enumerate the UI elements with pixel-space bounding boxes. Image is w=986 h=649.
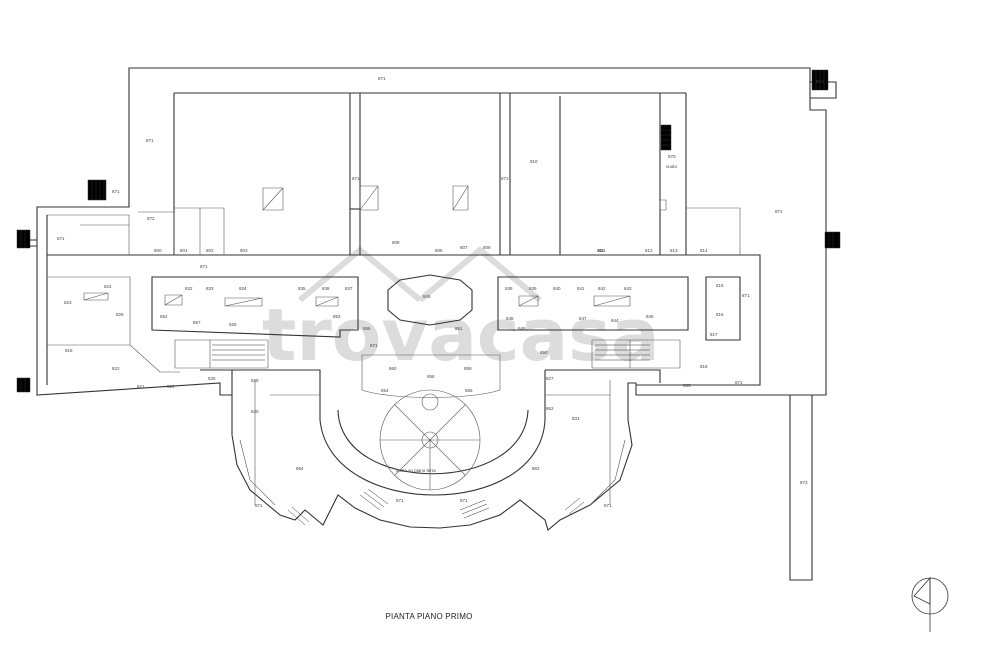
room-label: 871 (378, 76, 386, 81)
room-label: 829 (251, 378, 259, 383)
top-room-partitions (47, 92, 741, 255)
room-label: 871 (501, 176, 509, 181)
room-label: 838 (505, 286, 513, 291)
stair-hatches (16, 69, 841, 526)
room-labels: 871 871 871 871 871 873 870 872 800 801 … (57, 76, 824, 508)
room-label: 857 (193, 320, 201, 325)
room-label: 819 (65, 348, 73, 353)
room-label: 858 (427, 374, 435, 379)
room-label: 822 (112, 366, 120, 371)
room-label: 823 (64, 300, 72, 305)
room-label: 843 (624, 286, 632, 291)
watermark-text: trovacasa (262, 293, 660, 377)
room-label: 841 (577, 286, 585, 291)
room-label: 810 (530, 159, 538, 164)
room-label: 871 (735, 380, 743, 385)
room-label: 853 (333, 314, 341, 319)
room-label: 825 (208, 376, 216, 381)
room-label: 852 (160, 314, 168, 319)
room-label: 821 (137, 384, 145, 389)
room-label: 833 (206, 286, 214, 291)
room-label: 844 (611, 318, 619, 323)
room-label: 851 (455, 326, 463, 331)
right-wing (544, 369, 661, 506)
room-label: 814 (700, 248, 708, 253)
room-label: 815 (716, 283, 724, 288)
room-label: 811 (597, 248, 605, 253)
room-label: 836 (322, 286, 330, 291)
room-label: 871 (775, 209, 783, 214)
room-label: 812 (645, 248, 653, 253)
room-label: 835 (298, 286, 306, 291)
room-label: 801 (180, 248, 188, 253)
room-label: 870 (668, 154, 676, 159)
room-label: 837 (345, 286, 353, 291)
room-label: 816 (716, 312, 724, 317)
central-hall (319, 354, 546, 496)
room-label: 871 (370, 343, 378, 348)
room-label: 871 (604, 503, 612, 508)
room-label: 859 (464, 366, 472, 371)
room-label: 873 (800, 480, 808, 485)
furniture-marks (83, 185, 667, 307)
middle-blocks (47, 274, 741, 373)
room-label: 828 (116, 312, 124, 317)
room-label: 862 (546, 406, 554, 411)
room-label: 871 (255, 503, 263, 508)
vuoto-label: vuoto (666, 164, 678, 169)
outer-walls (24, 67, 837, 581)
room-label: 854 (381, 388, 389, 393)
room-label: 871 (816, 79, 824, 84)
room-label: 824 (104, 284, 112, 289)
room-label: 832 (185, 286, 193, 291)
room-label: 834 (239, 286, 247, 291)
room-label: 850 (540, 350, 548, 355)
room-label: 800 (154, 248, 162, 253)
room-label: 802 (206, 248, 214, 253)
left-wing (200, 369, 321, 506)
room-label: 820 (167, 384, 175, 389)
room-label: 871 (352, 176, 360, 181)
room-label: 871 (200, 264, 208, 269)
room-label: 849 (518, 326, 526, 331)
room-label: 863 (532, 466, 540, 471)
room-label: 871 (742, 293, 750, 298)
room-label: 840 (553, 286, 561, 291)
room-label: 856 (363, 326, 371, 331)
plan-title-text: PIANTA PIANO PRIMO (385, 612, 473, 621)
room-label: 827 (546, 376, 554, 381)
room-label: 871 (396, 498, 404, 503)
room-label: 860 (389, 366, 397, 371)
room-label: 872 (147, 216, 155, 221)
room-label: 845 (423, 294, 431, 299)
room-label: 830 (251, 409, 259, 414)
room-label: 871 (460, 498, 468, 503)
room-label: 831 (572, 416, 580, 421)
room-label: 839 (529, 286, 537, 291)
room-label: 842 (598, 286, 606, 291)
room-label: 865 (683, 383, 691, 388)
room-label: 848 (506, 316, 514, 321)
room-label: 826 (229, 322, 237, 327)
room-label: 871 (146, 138, 154, 143)
room-label: 846 (646, 314, 654, 319)
room-label: 803 (240, 248, 248, 253)
plan-title: PIANTA PIANO PRIMO (0, 612, 986, 621)
void-label: vuoto su piano terra (396, 468, 436, 473)
room-label: 861 (598, 248, 606, 253)
room-label: 806 (435, 248, 443, 253)
room-label: 871 (112, 189, 120, 194)
room-label: 818 (700, 364, 708, 369)
room-label: 864 (296, 466, 304, 471)
room-label: 813 (670, 248, 678, 253)
room-label: 817 (710, 332, 718, 337)
room-label: 808 (392, 240, 400, 245)
room-label: 847 (579, 316, 587, 321)
room-label: 807 (460, 245, 468, 250)
room-label: 809 (483, 245, 491, 250)
north-arrow-icon (911, 576, 949, 632)
room-label: 855 (465, 388, 473, 393)
room-label: 871 (57, 236, 65, 241)
